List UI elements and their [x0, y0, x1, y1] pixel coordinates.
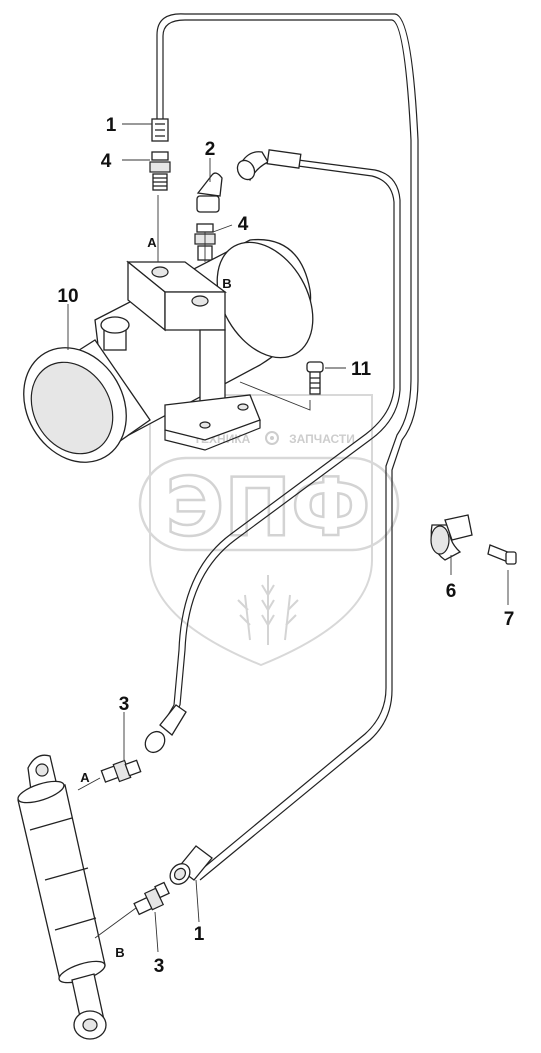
hose-end-lower	[144, 704, 187, 754]
callout-10: 10	[57, 286, 78, 307]
wheat-icon	[237, 575, 299, 645]
bolt-11	[306, 361, 324, 395]
hydraulic-lines	[156, 13, 419, 881]
callout-11: 11	[351, 359, 372, 380]
leader-lines	[67, 123, 509, 953]
tube-main	[156, 13, 419, 881]
callout-1-bottom: 1	[194, 924, 205, 945]
pump-unit-10	[23, 238, 314, 463]
port-label-b-pump: B	[222, 276, 231, 291]
adapter-3-upper	[100, 759, 142, 783]
adapter-4-left	[149, 151, 171, 191]
watermark-band	[138, 456, 400, 552]
callout-2: 2	[205, 139, 216, 160]
callout-1-top: 1	[106, 115, 117, 136]
hose-upper	[179, 159, 401, 706]
callout-3-lower: 3	[154, 956, 165, 977]
hydraulic-cylinder	[17, 754, 107, 1040]
port-label-a-pump: A	[147, 235, 157, 250]
watermark-shield	[149, 394, 373, 667]
callout-3-upper: 3	[119, 694, 130, 715]
watermark-brand-right: ЗАПЧАСТИ	[289, 432, 355, 446]
fitting-1-bottom	[169, 845, 213, 885]
clamp-6	[430, 514, 473, 561]
port-label-a-cylinder: A	[80, 770, 90, 785]
gear-icon	[265, 431, 279, 445]
watermark: ЭПФ ТЕХНИКА ЗАПЧАСТИ	[138, 394, 400, 667]
screw-7	[487, 544, 517, 565]
adapter-3-lower	[133, 881, 170, 916]
hose-end-upper	[236, 149, 302, 182]
port-label-b-cylinder: B	[115, 945, 124, 960]
watermark-logo: ЭПФ	[166, 461, 371, 554]
fitting-1-top	[151, 118, 169, 142]
callout-7: 7	[504, 609, 515, 630]
callout-6: 6	[446, 581, 457, 602]
elbow-2	[196, 172, 223, 213]
callout-4-right: 4	[238, 214, 249, 235]
callout-4-left: 4	[101, 151, 112, 172]
